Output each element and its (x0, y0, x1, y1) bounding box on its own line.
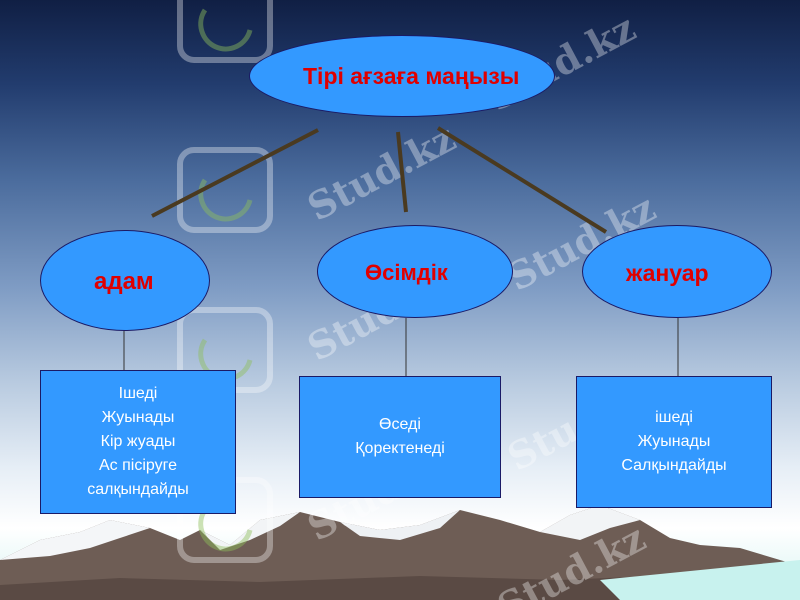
box-item: Ішеді (118, 385, 158, 402)
node-adam-label: адам (94, 268, 154, 295)
box-adam: Ішеді Жуынады Кір жуады Ас пісіруге салқ… (40, 370, 236, 514)
box-item: Жуынады (637, 433, 711, 450)
root-node-label: Тірі ағзаға маңызы (303, 63, 520, 89)
box-osimdik: Өседі Қоректенеді (299, 376, 501, 498)
node-zhanuar (582, 225, 772, 318)
box-item: Ас пісіруге (99, 457, 177, 474)
node-osimdik (317, 225, 513, 318)
box-item: Кір жуады (100, 433, 176, 450)
connector-root-osimdik (396, 131, 408, 213)
box-zhanuar: ішеді Жуынады Салқындайды (576, 376, 772, 508)
box-item: ішеді (655, 409, 693, 426)
node-zhanuar-label: жануар (626, 260, 709, 286)
box-item: Өседі (379, 416, 421, 433)
node-adam (40, 230, 210, 331)
connector-root-adam (151, 128, 319, 218)
box-item: салқындайды (87, 481, 189, 498)
connector-root-zhanuar (436, 126, 608, 234)
box-item: Жуынады (101, 409, 175, 426)
root-node (249, 35, 555, 117)
node-osimdik-label: Өсімдік (365, 260, 448, 285)
box-item: Салқындайды (621, 457, 727, 474)
box-item: Қоректенеді (355, 440, 445, 457)
